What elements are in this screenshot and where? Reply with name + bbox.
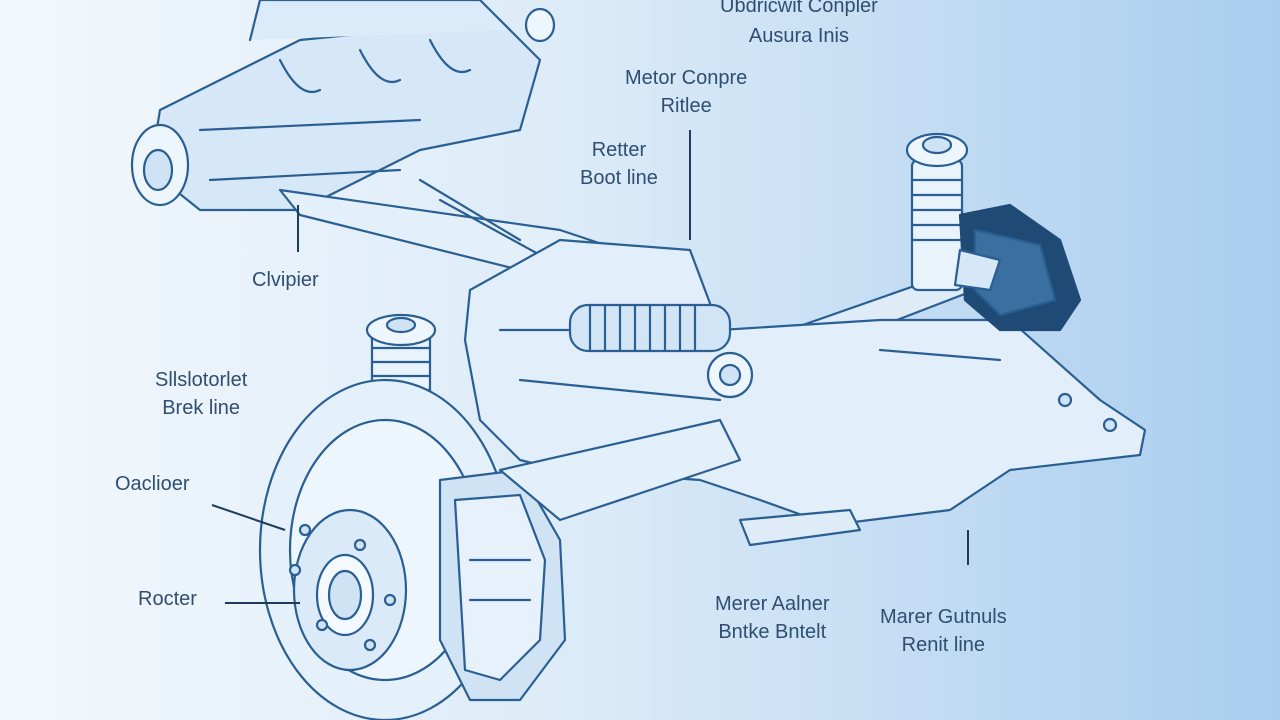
brake-caliper (438, 468, 567, 702)
brake-rotor (258, 378, 512, 720)
leader-lines (211, 130, 969, 604)
label-left-caliper: Clvipier (252, 269, 319, 291)
label-left-rotor: Rocter (138, 588, 197, 610)
center-spring (568, 303, 754, 399)
right-strut (905, 132, 969, 292)
lower-control-arm (498, 418, 862, 547)
master-cylinder-assembly (130, 0, 556, 212)
right-knuckle (953, 203, 1082, 332)
left-strut (365, 313, 437, 402)
label-left-caliper2: Oaclioer (115, 473, 190, 495)
